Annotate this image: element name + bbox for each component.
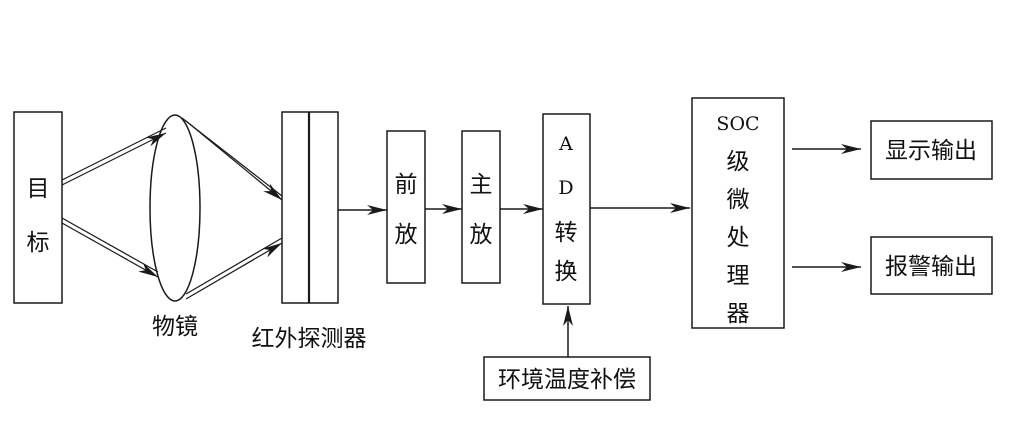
adc-box bbox=[542, 113, 591, 305]
lens-ellipse bbox=[149, 114, 201, 302]
soc-line-6: 器 bbox=[727, 301, 750, 327]
soc-line-2: 级 bbox=[727, 149, 750, 175]
preamp-char-1: 前 bbox=[395, 172, 418, 198]
target-box bbox=[13, 111, 63, 304]
preamp-char-2: 放 bbox=[395, 222, 418, 248]
target-char-2: 标 bbox=[27, 230, 50, 256]
soc-line-1: SOC bbox=[716, 113, 759, 135]
alarm-output-box bbox=[870, 236, 993, 295]
mainamp-char-2: 放 bbox=[470, 222, 493, 248]
lens-label: 物镜 bbox=[152, 314, 198, 340]
display-output-label: 显示输出 bbox=[885, 138, 977, 164]
mainamp-char-1: 主 bbox=[470, 172, 493, 198]
alarm-output-label: 报警输出 bbox=[885, 254, 977, 280]
soc-line-4: 处 bbox=[727, 225, 750, 251]
detector-label: 红外探测器 bbox=[252, 326, 367, 352]
adc-char-4: 换 bbox=[555, 259, 578, 285]
target-char-1: 目 bbox=[27, 176, 50, 202]
adc-char-2: D bbox=[558, 177, 573, 199]
soc-line-5: 理 bbox=[727, 263, 750, 289]
mainamp-box bbox=[461, 130, 501, 284]
adc-char-3: 转 bbox=[555, 220, 578, 246]
soc-line-3: 微 bbox=[727, 187, 750, 213]
preamp-box bbox=[386, 130, 426, 284]
light-rays bbox=[61, 117, 283, 300]
soc-box bbox=[691, 97, 785, 329]
temp-comp-label: 环境温度补偿 bbox=[498, 367, 636, 393]
temp-comp-box bbox=[483, 356, 651, 401]
adc-char-1: A bbox=[558, 133, 573, 155]
display-output-box bbox=[870, 120, 993, 180]
